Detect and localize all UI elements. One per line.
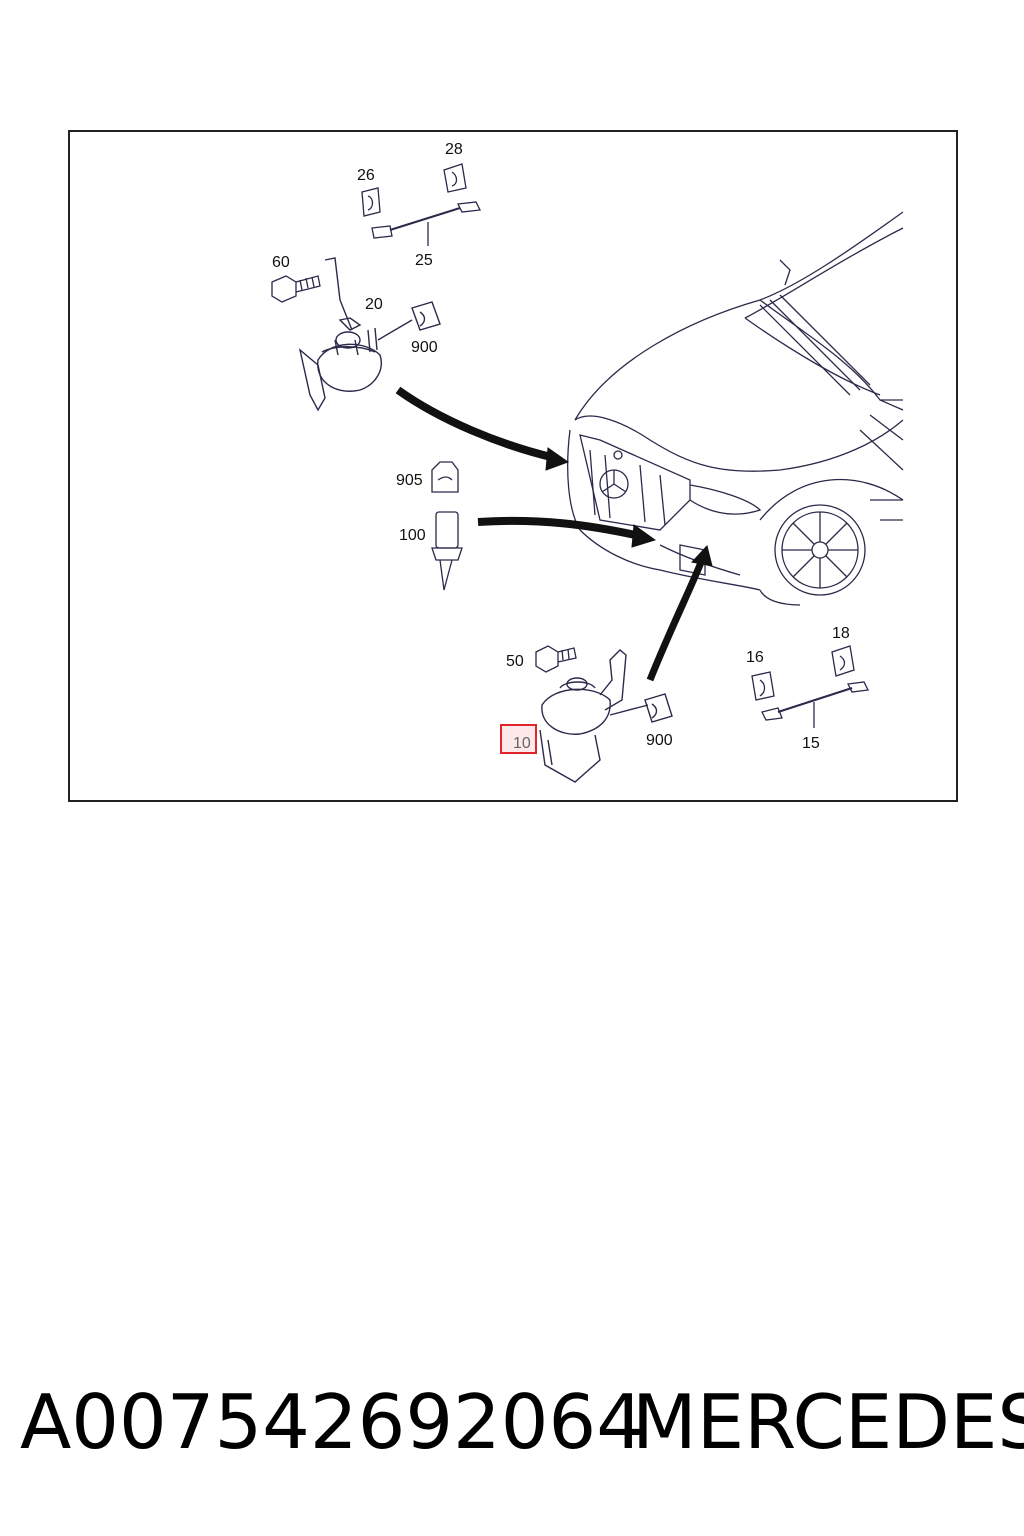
callout-18[interactable]: 18 — [832, 625, 850, 642]
arrow-sensor — [477, 516, 641, 540]
arrow-upper-horn — [395, 386, 556, 462]
callout-10-highlight — [500, 724, 537, 754]
callout-28[interactable]: 28 — [445, 141, 463, 158]
horn-upper-20 — [298, 257, 441, 412]
brand-name: MERCEDES — [632, 1378, 1024, 1466]
callout-25[interactable]: 25 — [415, 252, 433, 269]
callout-20[interactable]: 20 — [365, 296, 383, 313]
wheel — [774, 504, 866, 596]
callout-10[interactable]: 10 — [513, 735, 531, 752]
connector-group-15 — [751, 645, 869, 728]
car-front-illustration — [567, 211, 904, 606]
footer-caption: A007542692064 MERCEDES — [0, 1372, 1024, 1472]
callout-900-upper[interactable]: 900 — [411, 339, 438, 356]
sensor-100 — [431, 461, 463, 591]
callout-900-lower[interactable]: 900 — [646, 732, 673, 749]
diagram-frame — [68, 130, 958, 802]
callout-50[interactable]: 50 — [506, 653, 524, 670]
horn-lower-10 — [539, 649, 673, 783]
arrow-lower-horn — [646, 558, 706, 682]
bolt-60 — [271, 275, 321, 303]
callout-905[interactable]: 905 — [396, 472, 423, 489]
callout-15[interactable]: 15 — [802, 735, 820, 752]
location-arrows — [395, 386, 713, 682]
callout-60[interactable]: 60 — [272, 254, 290, 271]
callout-16[interactable]: 16 — [746, 649, 764, 666]
part-number: A007542692064 — [20, 1378, 644, 1466]
callout-100[interactable]: 100 — [399, 527, 426, 544]
bolt-50 — [535, 645, 577, 673]
callout-26[interactable]: 26 — [357, 167, 375, 184]
connector-group-25 — [361, 163, 481, 246]
